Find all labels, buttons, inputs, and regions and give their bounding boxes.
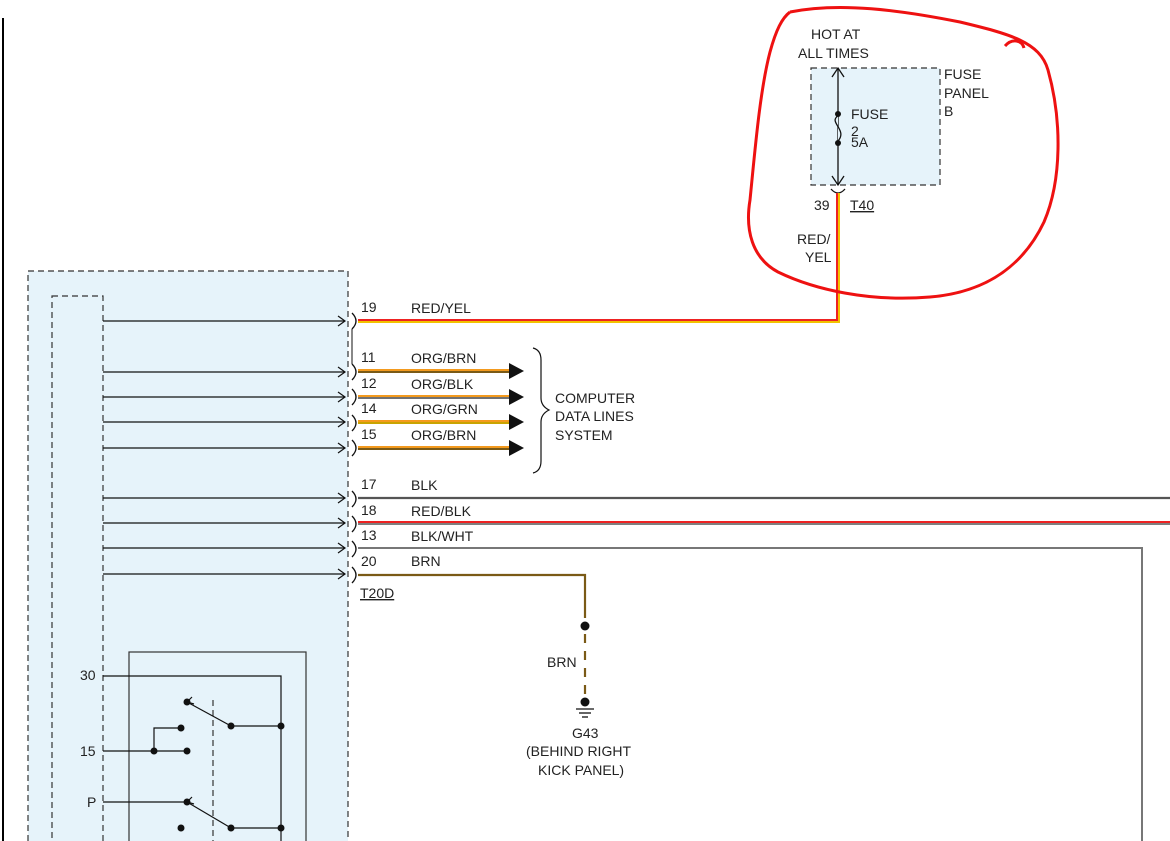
pin-11: 11 <box>361 349 376 365</box>
red-yel-wire-label-line2: YEL <box>805 249 832 265</box>
wire-label-17: BLK <box>411 477 438 493</box>
data-line-arrow-12 <box>509 389 524 405</box>
pin-17: 17 <box>361 476 377 492</box>
wire-label-14: ORG/GRN <box>411 401 478 417</box>
ground-name: G43 <box>572 725 599 741</box>
annotation-circle <box>746 6 1060 300</box>
ground-location-line1: (BEHIND RIGHT <box>526 743 631 759</box>
pin-14: 14 <box>361 400 377 416</box>
wire-label-13: BLK/WHT <box>411 528 474 544</box>
hot-at-all-times-line2: ALL TIMES <box>798 45 869 61</box>
switch-dot <box>183 747 191 755</box>
ground-location-line2: KICK PANEL) <box>538 762 624 778</box>
t40-connector-cup <box>830 188 846 194</box>
fuse-dot-top <box>835 111 841 117</box>
switch-lever-top <box>186 701 232 727</box>
pin-13: 13 <box>361 527 377 543</box>
data-line-arrow-15 <box>509 440 524 456</box>
terminal-30-line <box>103 675 282 841</box>
data-lines-bracket <box>532 347 551 474</box>
terminal-15-bridge <box>153 727 181 751</box>
wire-red-yel-red-stripe <box>358 193 838 321</box>
switch-dot <box>177 824 185 832</box>
switch-dot <box>177 724 185 732</box>
fuse-symbol <box>834 115 842 142</box>
module-inner-strip <box>51 295 104 841</box>
t40-pin-number: 39 <box>814 197 830 213</box>
wire-red-yel-yellow-stripe <box>358 193 840 323</box>
fuse-top-arrow <box>831 66 845 78</box>
terminal-15-label: 15 <box>80 743 96 759</box>
fuse-dot-bottom <box>835 140 841 146</box>
terminal-30-label: 30 <box>80 667 96 683</box>
wire-red-yel-19 <box>358 193 840 323</box>
fuse-panel-box <box>810 67 941 186</box>
switch-lever-arrow-bottom <box>185 796 195 805</box>
switch-dot <box>227 824 235 832</box>
data-lines-label-line1: COMPUTER <box>555 390 635 406</box>
t20d-connector-cups <box>351 312 357 584</box>
t20d-connector-label: T20D <box>360 585 394 601</box>
wire-label-11: ORG/BRN <box>411 350 476 366</box>
fuse-panel-label-line3: B <box>944 103 953 119</box>
switch-dot <box>277 722 285 730</box>
wire-blk-wht-13 <box>358 547 1143 841</box>
data-lines-label-line2: DATA LINES <box>555 408 634 424</box>
wire-label-18: RED/BLK <box>411 503 472 519</box>
data-line-wires <box>358 363 524 456</box>
fuse-label-line1: FUSE <box>851 106 888 122</box>
fuse-label-line3: 5A <box>851 134 869 150</box>
data-line-arrow-11 <box>509 363 524 379</box>
hot-at-all-times-line1: HOT AT <box>811 26 861 42</box>
ground-splice-dot-bottom <box>580 697 590 707</box>
fuse-bottom-arrow <box>831 175 845 187</box>
fuse-panel: HOT AT ALL TIMES FUSE PANEL B FUSE 2 5A … <box>797 26 989 265</box>
pin-15: 15 <box>361 426 377 442</box>
red-yel-wire-label-line1: RED/ <box>797 231 831 247</box>
module-pin-arrows <box>103 315 347 580</box>
switch-dot <box>150 747 158 755</box>
wire-labels: 19 RED/YEL 11 ORG/BRN 12 ORG/BLK 14 ORG/… <box>360 299 478 601</box>
pin-18: 18 <box>361 502 377 518</box>
terminal-p-label: P <box>87 794 96 810</box>
fuse-panel-label-line2: PANEL <box>944 85 989 101</box>
wire-brn-20 <box>358 573 587 618</box>
ground-icon <box>576 708 594 718</box>
wire-label-20: BRN <box>411 553 441 569</box>
pin-12: 12 <box>361 375 377 391</box>
pin-20: 20 <box>361 553 377 569</box>
fuse-label-line2: 2 <box>851 123 859 139</box>
wire-label-19: RED/YEL <box>411 300 471 316</box>
switch-lever-bottom <box>186 801 232 829</box>
switch-dot <box>227 722 235 730</box>
switch-lever-arrow-top <box>185 696 195 705</box>
fuse-panel-label-line1: FUSE <box>944 66 981 82</box>
data-line-arrow-14 <box>509 414 524 430</box>
wire-label-12: ORG/BLK <box>411 376 474 392</box>
ground-splice-dot-top <box>580 621 590 631</box>
ignition-switch: 30 15 P <box>80 651 307 841</box>
t40-connector-label: T40 <box>850 197 874 213</box>
wire-label-15: ORG/BRN <box>411 427 476 443</box>
switch-dot <box>277 824 285 832</box>
annotation-circle-tail <box>1003 39 1026 49</box>
data-lines-label-line3: SYSTEM <box>555 427 613 443</box>
ground-wire-label: BRN <box>547 654 577 670</box>
pin-19: 19 <box>361 299 377 315</box>
